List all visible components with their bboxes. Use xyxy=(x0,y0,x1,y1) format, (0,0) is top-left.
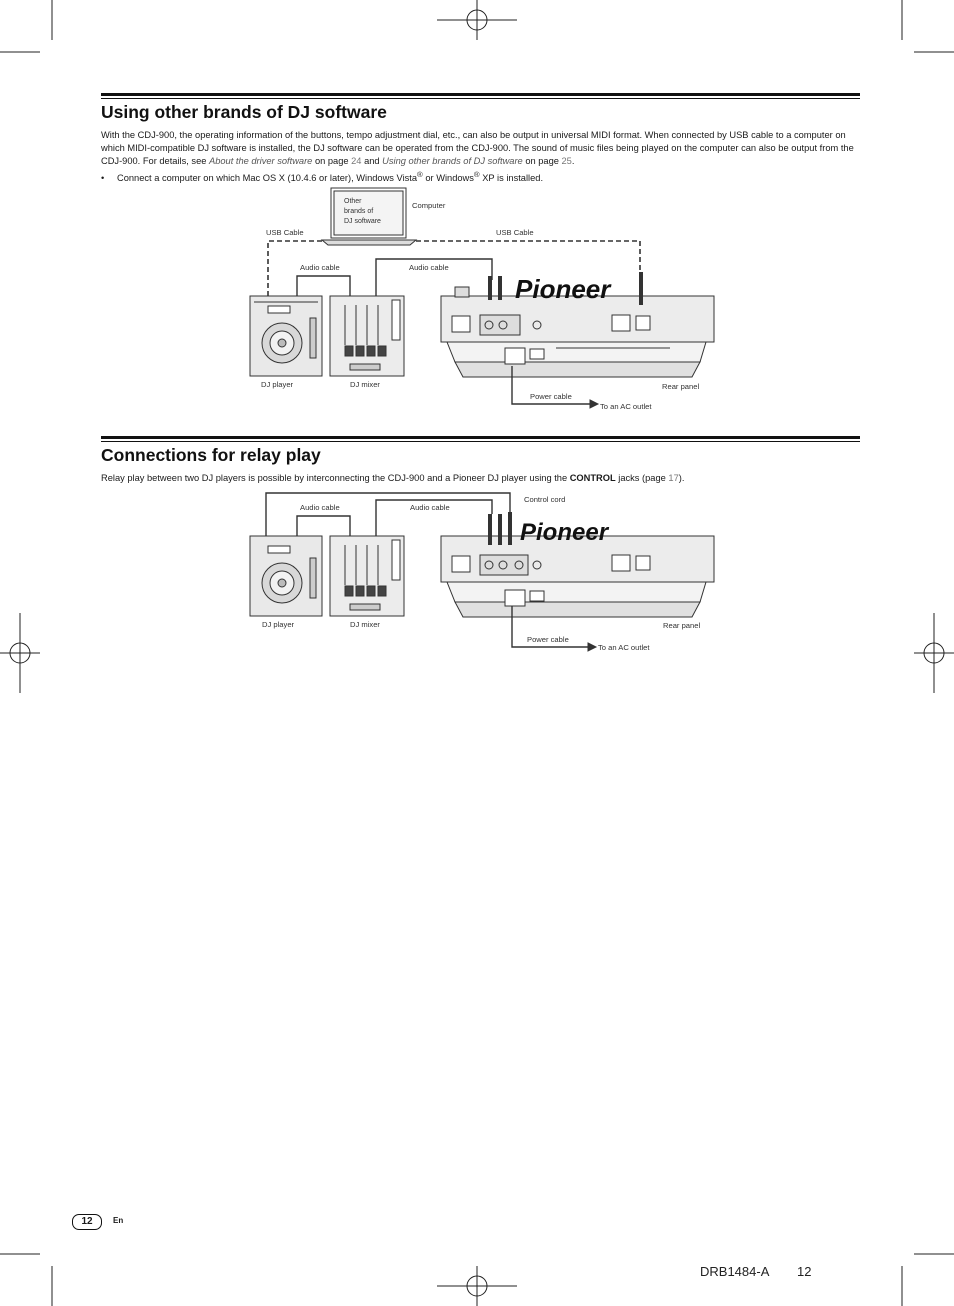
page-ref-25[interactable]: 25 xyxy=(561,156,572,166)
control-cord-line xyxy=(265,492,511,536)
cdj-rear-panel-illustration xyxy=(440,272,715,378)
section-rule-thin xyxy=(101,98,860,99)
page-ref-24[interactable]: 24 xyxy=(351,156,362,166)
laptop-illustration xyxy=(320,187,418,246)
usb-cable-left-line xyxy=(267,240,322,296)
power-cable-label: Power cable xyxy=(530,392,572,401)
ac-outlet-label: To an AC outlet xyxy=(600,402,652,411)
page-number-badge: 12 xyxy=(72,1214,102,1230)
dj-player-illustration-2 xyxy=(249,535,323,617)
computer-label: Computer xyxy=(412,201,446,210)
cdj-rear-panel-illustration-2 xyxy=(440,512,715,618)
audio-cable-left-label: Audio cable xyxy=(300,263,340,272)
pioneer-logo-rear-1: Pioneer xyxy=(515,274,612,304)
audio-cable-right-label-2: Audio cable xyxy=(410,503,450,512)
section-rule-thick-2 xyxy=(101,436,860,439)
ac-outlet-label-2: To an AC outlet xyxy=(598,643,650,652)
audio-cable-right-line-2 xyxy=(375,499,493,536)
registration-mark-bottom xyxy=(437,1266,517,1306)
audio-cable-right-line xyxy=(375,258,493,296)
link-driver-software[interactable]: About the driver software xyxy=(209,156,313,166)
link-other-brands[interactable]: Using other brands of DJ software xyxy=(382,156,523,166)
page-ref-17[interactable]: 17 xyxy=(668,473,679,483)
dj-mixer-label-2: DJ mixer xyxy=(350,620,380,629)
power-cable-line xyxy=(511,366,590,405)
language-label: En xyxy=(113,1216,124,1225)
screen-text-1: Other xyxy=(344,198,362,205)
power-arrow-icon-2 xyxy=(587,642,598,652)
usb-cable-right-label: USB Cable xyxy=(496,228,534,237)
rear-panel-label: Rear panel xyxy=(662,382,700,391)
dj-player-illustration xyxy=(249,295,323,377)
audio-cable-right-label: Audio cable xyxy=(409,263,449,272)
screen-text-3: DJ software xyxy=(344,218,381,225)
registration-mark-right xyxy=(914,613,954,693)
section-title-relay-play: Connections for relay play xyxy=(101,445,321,465)
bullet-os-requirement: •Connect a computer on which Mac OS X (1… xyxy=(101,170,544,184)
dj-player-label: DJ player xyxy=(261,380,294,389)
section-rule-thick xyxy=(101,93,860,96)
dj-mixer-illustration-2 xyxy=(329,535,405,617)
power-cable-label-2: Power cable xyxy=(527,635,569,644)
audio-cable-left-line xyxy=(296,275,351,296)
pioneer-logo-rear-2: Pioneer xyxy=(520,519,610,546)
dj-player-label-2: DJ player xyxy=(262,620,295,629)
screen-text-2: brands of xyxy=(344,208,374,215)
registration-mark-left xyxy=(0,613,40,693)
dj-mixer-label: DJ mixer xyxy=(350,380,380,389)
body-paragraph-relay: Relay play between two DJ players is pos… xyxy=(101,473,685,483)
power-arrow-icon xyxy=(589,399,600,409)
body-paragraph-midi: With the CDJ-900, the operating informat… xyxy=(101,130,854,166)
dj-mixer-illustration xyxy=(329,295,405,377)
document-code: DRB1484-A xyxy=(700,1264,770,1279)
document-page: 12 xyxy=(797,1264,812,1279)
rear-panel-label-2: Rear panel xyxy=(663,621,701,630)
section-title-other-brands: Using other brands of DJ software xyxy=(101,102,387,122)
control-cord-label: Control cord xyxy=(524,495,566,504)
audio-cable-left-line-2 xyxy=(296,515,351,536)
registration-mark-top xyxy=(437,0,517,40)
usb-cable-left-label: USB Cable xyxy=(266,228,304,237)
power-cable-line-2 xyxy=(511,606,588,648)
audio-cable-left-label-2: Audio cable xyxy=(300,503,340,512)
section-rule-thin-2 xyxy=(101,441,860,442)
